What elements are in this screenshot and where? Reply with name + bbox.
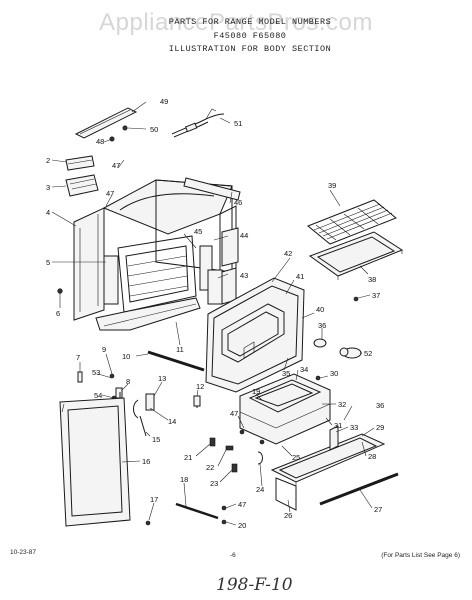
callout-22: 22 — [206, 463, 214, 472]
callout-34: 34 — [300, 365, 308, 374]
part-light-52 — [339, 347, 362, 359]
callout-40: 40 — [316, 305, 324, 314]
callout-36: 36 — [318, 321, 326, 330]
callout-14: 14 — [168, 417, 176, 426]
callout-49: 49 — [160, 97, 168, 106]
callout-6: 6 — [56, 309, 60, 318]
callout-17: 17 — [150, 495, 158, 504]
callout-16: 16 — [142, 457, 150, 466]
part-back-panel-44 — [221, 227, 239, 267]
part-leg-12 — [193, 395, 201, 408]
callout-23: 23 — [210, 479, 218, 488]
callout-47-top: 47 — [112, 161, 120, 170]
part-door-liner — [205, 277, 305, 393]
callout-8: 8 — [126, 377, 130, 386]
callout-5: 5 — [46, 258, 50, 267]
callout-27: 27 — [374, 505, 382, 514]
callout-3: 3 — [46, 183, 50, 192]
part-hardware-lower — [209, 429, 265, 473]
part-vent-3 — [65, 174, 99, 197]
leader-lines — [51, 101, 375, 526]
callout-37: 37 — [372, 291, 380, 300]
callout-10: 10 — [122, 352, 130, 361]
callout-13: 13 — [158, 374, 166, 383]
callout-33: 33 — [350, 423, 358, 432]
part-broiler-pan — [308, 231, 404, 280]
part-panel-2 — [65, 155, 95, 171]
part-bracket-43 — [221, 267, 237, 305]
part-rod-18 — [175, 502, 219, 520]
header-models: F45080 F65080 — [214, 31, 287, 41]
callout-32: 32 — [338, 400, 346, 409]
part-top-trim — [74, 107, 138, 139]
header-title: PARTS FOR RANGE MODEL NUMBERS — [169, 17, 331, 27]
part-broiler-drawer — [239, 373, 331, 445]
callout-39: 39 — [328, 181, 336, 190]
footer-parts-ref: (For Parts List See Page 6) — [381, 552, 460, 559]
part-screw-17 — [145, 520, 151, 526]
callout-4: 4 — [46, 208, 50, 217]
callout-2: 2 — [46, 156, 50, 165]
part-wire-harness — [171, 108, 225, 138]
part-kickplate-27 — [319, 472, 399, 506]
callout-30: 30 — [330, 369, 338, 378]
footer-page: -6 — [230, 552, 236, 559]
callout-52: 52 — [364, 349, 372, 358]
callout-12: 12 — [196, 382, 204, 391]
part-oven-door — [59, 397, 131, 527]
callout-48: 48 — [96, 137, 104, 146]
part-hardware-20 — [221, 505, 227, 525]
callout-28: 28 — [368, 452, 376, 461]
callout-26: 26 — [284, 511, 292, 520]
header-illustration: ILLUSTRATION FOR BODY SECTION — [169, 44, 331, 54]
callout-19: 19 — [252, 387, 260, 396]
callout-42: 42 — [284, 249, 292, 258]
part-screw-37 — [353, 296, 359, 302]
callout-47-low: 47 — [230, 409, 238, 418]
part-screw-6 — [57, 288, 63, 294]
callout-21: 21 — [184, 453, 192, 462]
callout-46: 46 — [234, 198, 242, 207]
callout-31: 31 — [334, 421, 342, 430]
callout-18: 18 — [180, 475, 188, 484]
callout-45: 45 — [194, 227, 202, 236]
part-screw-30 — [315, 375, 321, 381]
callout-35: 35 — [282, 369, 290, 378]
callout-25: 25 — [292, 453, 300, 462]
callout-47-mid: 47 — [106, 189, 114, 198]
footer-date: 10-23-87 — [10, 549, 36, 556]
part-trim-46 — [183, 177, 241, 201]
callout-7: 7 — [76, 353, 80, 362]
callout-44: 44 — [240, 231, 248, 240]
part-rod-10 — [147, 350, 205, 372]
part-knob-36 — [313, 338, 327, 348]
part-range-body — [73, 179, 237, 331]
callout-36-right: 36 — [376, 401, 384, 410]
callout-47-bottom: 47 — [238, 500, 246, 509]
callout-51: 51 — [234, 119, 242, 128]
callout-24: 24 — [256, 485, 264, 494]
callout-20: 20 — [238, 521, 246, 530]
callout-29: 29 — [376, 423, 384, 432]
callout-50: 50 — [150, 125, 158, 134]
part-screw-48 — [109, 125, 128, 142]
callout-54: 54 — [94, 391, 102, 400]
watermark: AppliancePartsPros.com — [99, 9, 373, 36]
part-oven-rack — [307, 199, 397, 245]
callout-53: 53 — [92, 368, 100, 377]
callout-11: 11 — [176, 345, 184, 354]
callout-41: 41 — [296, 272, 304, 281]
callout-15: 15 — [152, 435, 160, 444]
callout-38: 38 — [368, 275, 376, 284]
handwritten-note: 198-F-10 — [216, 575, 293, 595]
callout-9: 9 — [102, 345, 106, 354]
part-drawer-panel — [270, 433, 386, 511]
callout-43: 43 — [240, 271, 248, 280]
